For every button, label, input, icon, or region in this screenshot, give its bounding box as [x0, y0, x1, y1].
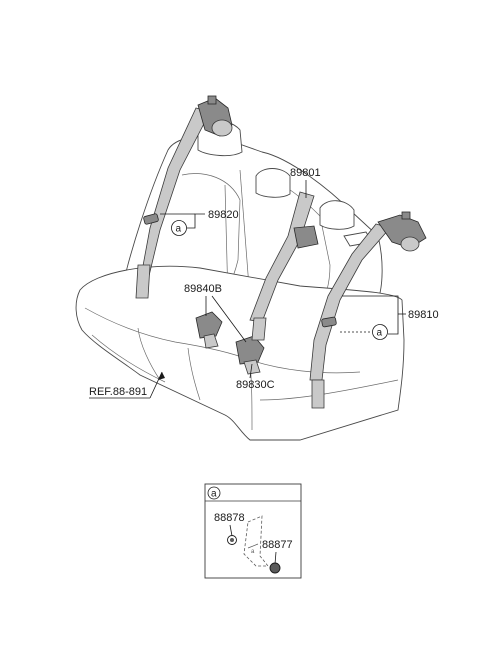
callout-a-left: [171, 220, 187, 236]
callout-a-detail: [207, 486, 221, 500]
callout-a-right: [372, 324, 388, 340]
headrest-right: [319, 200, 355, 230]
belt-left-89820: [135, 107, 211, 299]
belt-center-89801: [249, 191, 319, 323]
label-88877: 88877: [262, 539, 293, 551]
label-89830c: 89830C: [236, 379, 275, 391]
callout-a-right-text: a: [377, 328, 383, 339]
label-89820: 89820: [208, 209, 239, 221]
label-89801: 89801: [290, 167, 321, 179]
label-89840b: 89840B: [184, 283, 222, 295]
svg-text:a: a: [251, 549, 255, 555]
buckle-89840b: [195, 311, 223, 349]
retractor-right: [377, 211, 427, 252]
retractor-left: [197, 95, 233, 137]
detail-box-a: a a 88878 88877: [204, 483, 302, 579]
buckle-89830c: [235, 317, 267, 375]
headrest-center: [255, 168, 291, 198]
callout-a-left-text: a: [176, 224, 182, 235]
callout-a-detail-text: a: [211, 489, 217, 500]
cap-88877: [269, 562, 281, 574]
label-ref-88-891: REF.88-891: [89, 386, 147, 398]
label-88878: 88878: [214, 512, 245, 524]
label-89810: 89810: [408, 309, 439, 321]
belt-right-89810: [309, 223, 391, 409]
